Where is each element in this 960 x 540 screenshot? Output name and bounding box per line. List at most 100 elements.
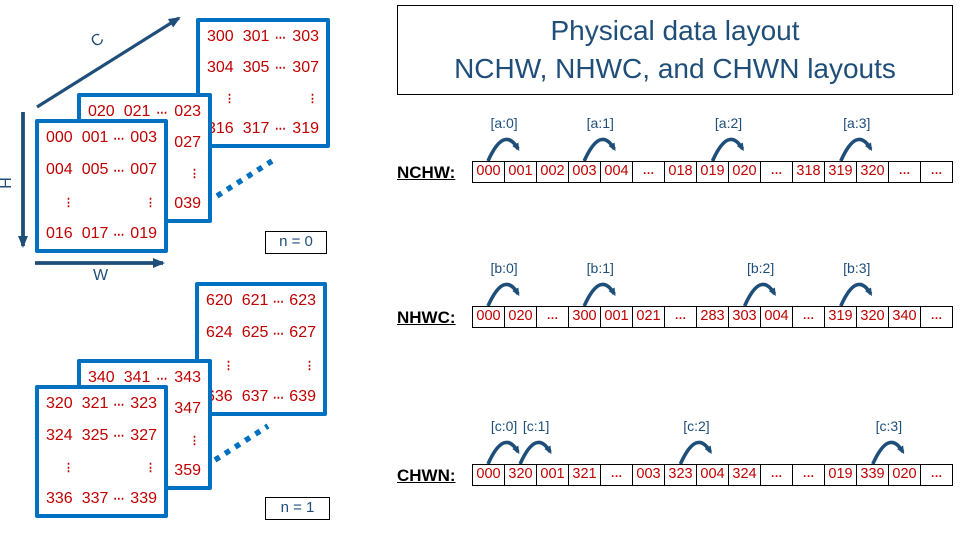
memory-cell: 300 [569, 307, 601, 327]
memory-cell: 001 [537, 465, 569, 485]
memory-cell: 019 [825, 465, 857, 485]
matrix-cell: 320 [46, 395, 73, 412]
memory-cell: … [889, 162, 921, 182]
matrix-cell: 039 [174, 194, 201, 212]
matrix-row: ⋮ [81, 429, 208, 451]
matrix-cell: 337 [81, 489, 109, 507]
matrix-cell: 323 [130, 395, 157, 412]
matrix-cell: 300 [207, 28, 234, 45]
matrix-cell: 027 [174, 133, 201, 151]
memory-cell: 018 [665, 162, 697, 182]
memory-cell: … [601, 465, 633, 485]
arc-label: [b:1] [586, 260, 614, 276]
matrix-row: ⋮⋮ [39, 191, 164, 213]
memory-row-label: NHWC: [397, 308, 456, 327]
arc-arrows [486, 282, 873, 307]
matrix-cell: ⋯ [113, 164, 126, 177]
memory-cell: 001 [601, 307, 633, 327]
matrix-cell: ⋮ [223, 359, 235, 372]
matrix-cell: ⋮ [63, 461, 75, 474]
matrix-cell: ⋮ [145, 196, 157, 209]
arc-label: [a:3] [843, 115, 871, 131]
memory-cell: 020 [729, 162, 761, 182]
memory-cell: … [633, 162, 665, 182]
memory-cell: 303 [729, 307, 761, 327]
matrix-cell: 639 [289, 388, 316, 405]
matrix-cell: ⋮ [189, 434, 201, 447]
memory-cell: 004 [761, 307, 793, 327]
matrix-cell: 303 [292, 28, 319, 45]
title-line-2: NCHW, NHWC, and CHWN layouts [454, 53, 896, 84]
memory-cell: 323 [665, 465, 697, 485]
memory-cell: 319 [825, 162, 857, 182]
matrix-cell: 301 [242, 28, 270, 45]
memory-cell: 340 [889, 307, 921, 327]
arc-label: [a:0] [490, 115, 518, 131]
memory-cell: 020 [505, 307, 537, 327]
matrix-cell: 336 [46, 489, 73, 507]
matrix-row: 347 [81, 398, 208, 420]
matrix-cell: 347 [174, 400, 201, 417]
matrix-cell: 304 [207, 58, 234, 76]
memory-row-label: NCHW: [397, 163, 456, 182]
matrix-cell: ⋯ [113, 398, 126, 411]
matrix-cell: 625 [241, 324, 269, 341]
matrix-cell: ⋯ [113, 430, 126, 443]
memory-row-label: CHWN: [397, 466, 456, 485]
batch-label-n1: n = 1 [265, 497, 330, 520]
memory-cell: … [793, 465, 825, 485]
matrix-cell: ⋯ [113, 132, 126, 145]
matrix-cell: 319 [292, 119, 319, 137]
matrix-row: 027 [81, 132, 208, 154]
matrix-cell: 317 [242, 119, 270, 137]
matrix-cell: 005 [81, 161, 109, 178]
memory-cell: 324 [729, 465, 761, 485]
matrix-cell: ⋯ [272, 327, 285, 340]
matrix-row: ⋮⋮ [39, 456, 164, 478]
matrix-cell: 341 [123, 369, 151, 386]
continuation-dots-n0 [215, 158, 274, 199]
arc-label: [a:1] [586, 115, 614, 131]
title-box: Physical data layout NCHW, NHWC, and CHW… [397, 5, 953, 95]
memory-cell: … [665, 307, 697, 327]
memory-cell: 019 [697, 162, 729, 182]
matrix-cell: 621 [241, 292, 269, 309]
matrix-cell: 316 [207, 119, 234, 137]
matrix-cell: ⋮ [304, 359, 316, 372]
title-line-1: Physical data layout [550, 15, 800, 46]
memory-cell: 004 [601, 162, 633, 182]
matrix-cell: ⋯ [272, 391, 285, 404]
matrix-cell: 627 [289, 324, 316, 341]
matrix-cell: 001 [81, 129, 109, 146]
axis-label-c: C [88, 30, 107, 51]
memory-cell: 000 [473, 307, 505, 327]
memory-cell: … [761, 162, 793, 182]
arc-label: [c:1] [522, 418, 550, 434]
memory-cell: 004 [697, 465, 729, 485]
matrix-cell: 327 [130, 426, 157, 444]
matrix-cell: 305 [242, 58, 270, 76]
matrix-cell: 003 [130, 129, 157, 146]
memory-cell: … [930, 163, 943, 177]
axis-label-w: W [93, 267, 109, 284]
matrix-cell: 324 [46, 426, 73, 444]
matrix-cell: 343 [174, 369, 201, 386]
matrix-cell: 007 [130, 161, 157, 178]
arc-label: [c:2] [683, 418, 710, 434]
memory-cell: 339 [857, 465, 889, 485]
matrix-cell: 623 [289, 292, 316, 309]
matrix-cell: 325 [81, 426, 109, 444]
